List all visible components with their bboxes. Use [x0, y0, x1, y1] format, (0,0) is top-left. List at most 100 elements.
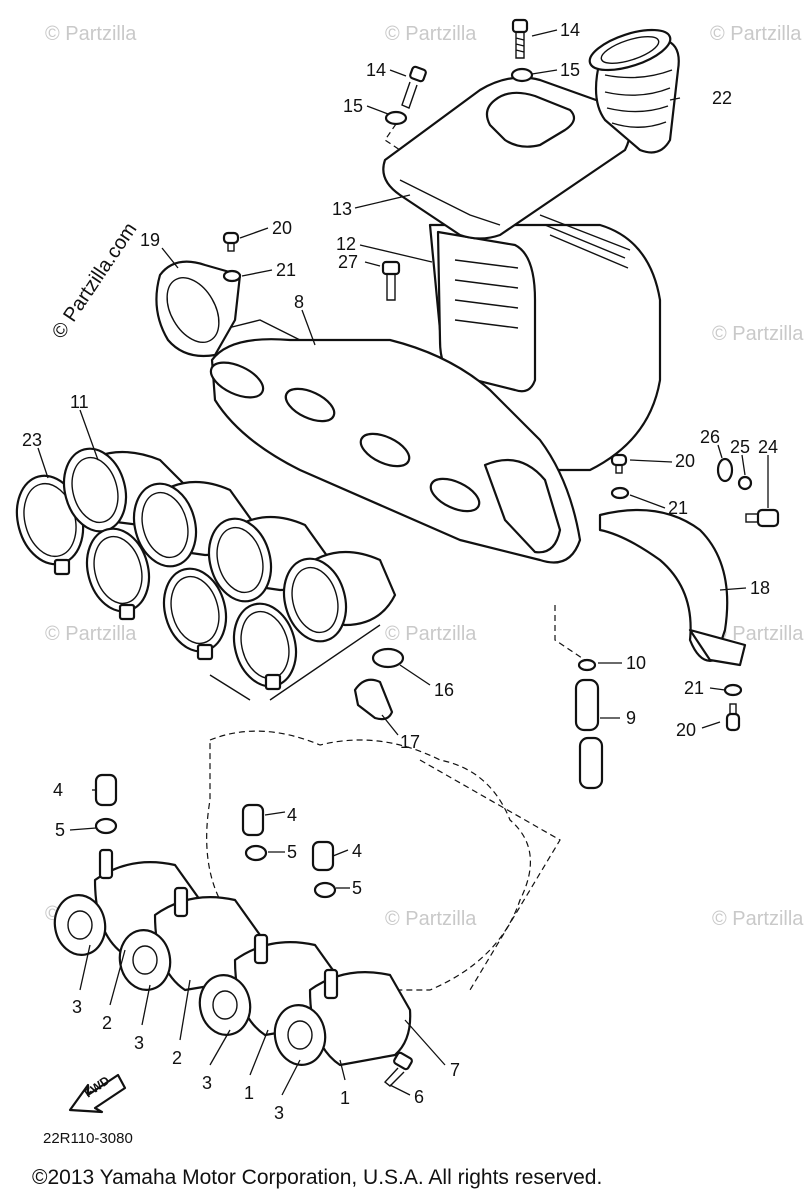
callout-10: 10 [626, 653, 646, 673]
manifold-end [483, 458, 562, 554]
cover-edge [399, 179, 501, 226]
fastener-path [384, 123, 401, 151]
callout-20: 20 [676, 720, 696, 740]
watermark-main-text: © Partzilla.com [48, 219, 142, 343]
callout-23: 23 [22, 430, 42, 450]
watermark-layer: © Partzilla © Partzilla © Partzilla © Pa… [45, 23, 804, 930]
callout-16: 16 [434, 680, 454, 700]
bolt-14-right [511, 18, 529, 59]
callout-21: 21 [276, 260, 296, 280]
elbow-17 [353, 678, 394, 721]
manifold-port [429, 477, 481, 513]
washer-15-left [384, 110, 408, 126]
forward-arrow-icon: FWD [68, 1073, 127, 1114]
engine-outline-right [419, 759, 561, 991]
manifold-port [209, 361, 265, 399]
screw-20-mid [610, 453, 628, 474]
screw-6 [383, 1051, 413, 1087]
watermark-text: © Partzilla [712, 623, 804, 645]
callout-19: 19 [140, 230, 160, 250]
screw-24 [745, 508, 780, 528]
nut-21-lower [723, 683, 743, 697]
callout-26: 26 [700, 427, 720, 447]
drawing-code: 22R110-3080 [43, 1130, 133, 1147]
joint-11 [282, 550, 397, 643]
callout-14: 14 [366, 60, 386, 80]
hose-9 [574, 678, 600, 732]
callout-1: 1 [244, 1083, 254, 1103]
hose-9-lower [578, 736, 604, 790]
callout-14: 14 [560, 20, 580, 40]
cap-4 [311, 840, 335, 872]
callout-3: 3 [274, 1103, 284, 1123]
watermark-text: © Partzilla [385, 23, 477, 45]
callout-15: 15 [560, 60, 580, 80]
watermark-text: © Partzilla [385, 623, 477, 645]
leader-lines [37, 29, 769, 1096]
callout-8: 8 [294, 292, 304, 312]
callout-5: 5 [55, 820, 65, 840]
callout-4: 4 [287, 805, 297, 825]
clip-5 [313, 881, 337, 899]
washer-15-right [510, 67, 534, 83]
callout-4: 4 [53, 780, 63, 800]
cap-4 [241, 803, 265, 837]
callout-22: 22 [712, 88, 732, 108]
callout-11: 11 [70, 392, 89, 412]
callout-5: 5 [287, 842, 297, 862]
callout-5: 5 [352, 878, 362, 898]
callout-21: 21 [668, 498, 688, 518]
callout-1: 1 [340, 1088, 350, 1108]
clip-5 [94, 817, 118, 835]
carburetor-bank: FWD [53, 730, 561, 1114]
screw-20-upper [222, 231, 240, 252]
filter-lines [454, 259, 519, 329]
clip-5 [244, 844, 268, 862]
callout-12: 12 [336, 234, 356, 254]
watermark-text: © Partzilla [45, 23, 137, 45]
bolt-14-left [401, 65, 427, 109]
cap-4 [94, 773, 118, 807]
callout-20: 20 [675, 451, 695, 471]
bracket-tab [688, 628, 747, 667]
clamp [162, 567, 228, 661]
callout-20: 20 [272, 218, 292, 238]
engine-outline [206, 730, 531, 991]
callout-4: 4 [352, 841, 362, 861]
nut-21-mid [610, 486, 630, 500]
watermark-text: © Partzilla [385, 908, 477, 930]
callout-2: 2 [102, 1013, 112, 1033]
callout-7: 7 [450, 1060, 460, 1080]
air-cleaner-assembly [155, 18, 780, 790]
band-19 [155, 260, 242, 358]
watermark-text: © Partzilla [45, 623, 137, 645]
callout-3: 3 [72, 997, 82, 1017]
callout-labels: 14 15 22 14 15 13 12 20 21 19 27 8 11 23… [22, 20, 778, 1123]
manifold-top-edge [219, 319, 301, 341]
washer-26 [716, 457, 734, 483]
callout-2: 2 [172, 1048, 182, 1068]
callout-17: 17 [400, 732, 420, 752]
hose-path [554, 605, 586, 661]
bracket-18 [598, 508, 729, 662]
callout-25: 25 [730, 437, 750, 457]
callout-24: 24 [758, 437, 778, 457]
manifold-port [284, 387, 336, 423]
callout-3: 3 [134, 1033, 144, 1053]
clamp [85, 527, 151, 621]
carburetor-holder-1 [273, 968, 412, 1067]
nut-21-upper [222, 269, 242, 283]
nut-25 [737, 475, 753, 491]
manifold-port [359, 432, 411, 468]
grommet-16 [371, 647, 405, 669]
callout-15: 15 [343, 96, 363, 116]
copyright-notice: ©2013 Yamaha Motor Corporation, U.S.A. A… [32, 1166, 603, 1189]
callout-27: 27 [338, 252, 358, 272]
cover-inlet [485, 91, 576, 148]
callout-18: 18 [750, 578, 770, 598]
callout-3: 3 [202, 1073, 212, 1093]
bolt-27 [381, 260, 401, 301]
callout-9: 9 [626, 708, 636, 728]
watermark-text: © Partzilla [712, 323, 804, 345]
